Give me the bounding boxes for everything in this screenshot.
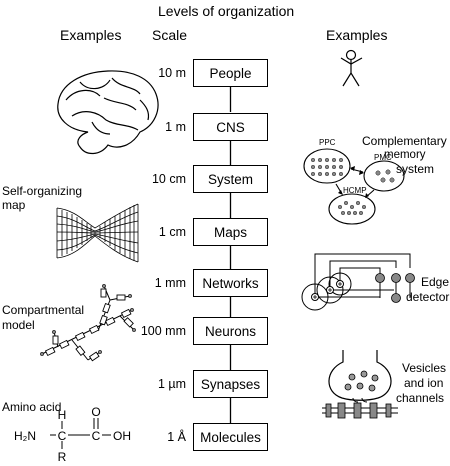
scale-label-networks: 1 mm — [154, 276, 186, 290]
amino-r: R — [58, 450, 67, 464]
map-label-line2: map — [2, 198, 26, 212]
diagram-title: Levels of organization — [158, 3, 295, 19]
level-box-neurons: Neurons — [193, 317, 268, 345]
ppc-label: PPC — [319, 138, 336, 147]
scale-label-synapses: 1 µm — [157, 377, 186, 391]
hcmp-label: HCMP — [343, 186, 367, 195]
scale-label-people: 10 m — [158, 66, 186, 80]
amino-oh: OH — [113, 429, 131, 443]
level-box-maps: Maps — [193, 218, 268, 246]
memory-label-line3: system — [396, 162, 435, 176]
level-box-people: People — [193, 59, 268, 87]
amino-h: H — [58, 408, 67, 422]
examples-left-header: Examples — [60, 27, 122, 43]
amino-c2: C — [92, 429, 101, 443]
compartmental-label-line1: Compartmental — [2, 303, 85, 317]
scale-label-system: 10 cm — [151, 172, 186, 186]
amino-o: O — [91, 405, 100, 419]
vesicles-label-line3: channels — [396, 391, 445, 405]
amino-c1: C — [58, 429, 67, 443]
amino-h2n: H₂N — [14, 429, 36, 443]
examples-right-header: Examples — [326, 27, 388, 43]
level-box-networks: Networks — [193, 269, 268, 297]
scale-label-neurons: 100 mm — [140, 324, 186, 338]
vesicles-label-line2: and ion — [404, 376, 444, 390]
scale-header: Scale — [152, 27, 188, 43]
level-box-system: System — [193, 165, 268, 193]
level-box-cns: CNS — [193, 113, 268, 141]
edge-label-line1: Edge — [421, 275, 450, 289]
scale-label-cns: 1 m — [165, 120, 186, 134]
memory-label-line2: memory — [384, 149, 426, 161]
vesicles-label-line1: Vesicles — [402, 361, 447, 375]
level-box-synapses: Synapses — [193, 370, 268, 398]
compartmental-label-line2: model — [2, 318, 35, 332]
pmc-label: PMC — [374, 153, 392, 162]
map-label-line1: Self-organizing — [2, 184, 83, 198]
scale-label-molecules: 1 Å — [167, 430, 186, 444]
memory-label-line1: Complementary — [362, 134, 447, 148]
scale-label-maps: 1 cm — [158, 225, 186, 239]
amino-acid-label: Amino acid — [2, 400, 62, 414]
edge-label-line2: detector — [406, 290, 450, 304]
level-box-molecules: Molecules — [193, 423, 268, 451]
